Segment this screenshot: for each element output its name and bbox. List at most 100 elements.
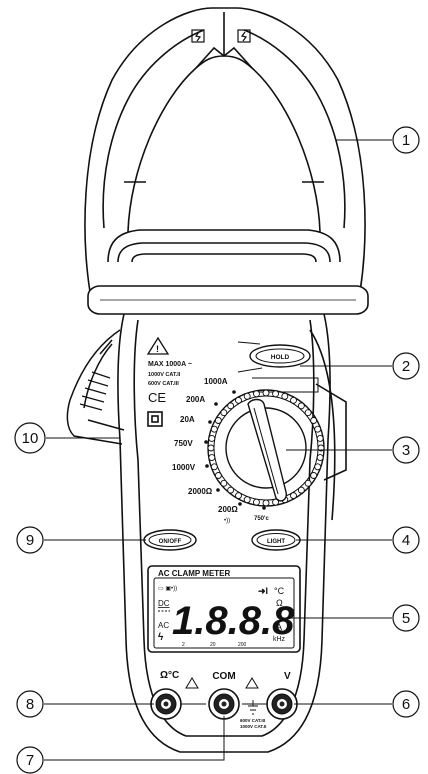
warning-block: ! MAX 1000A ~ 1000V CAT.II 600V CAT.III … (146, 336, 192, 427)
double-insulation-icon (147, 411, 163, 427)
terminal-label-v: V (284, 671, 291, 682)
dial-tooth (316, 435, 324, 442)
jaw-trigger (66, 329, 125, 445)
digit-readout: 1.8.8.8 (172, 599, 295, 643)
bar-tick-1: 2 (182, 642, 185, 648)
dial-tooth (253, 390, 260, 398)
bar-tick-3: 200 (238, 642, 247, 648)
bar-tick-2: 20 (210, 642, 216, 648)
terminal-rating-2: 1000V CAT.II (240, 724, 266, 729)
dial-tooth (207, 444, 215, 452)
ac-indicator: AC (158, 621, 169, 630)
terminal-warning-icon-left (185, 677, 199, 689)
dial-tooth (304, 409, 312, 417)
svg-text:1: 1 (402, 132, 410, 149)
continuity-buzzer-icon: •)) (224, 518, 230, 524)
dial-range-labels: 1000A 200A 20A 750V 1000V 2000Ω 200Ω •))… (172, 377, 269, 524)
warning-triangle-icon (146, 336, 170, 355)
unit-khz: kHz (273, 636, 286, 643)
cat-rating-1: 1000V CAT.II (148, 372, 181, 378)
callout-3: 3 (392, 436, 420, 464)
dial-tooth (310, 417, 318, 424)
ground-symbol-icon (248, 700, 258, 715)
range-20a: 20A (180, 415, 195, 424)
hand-guard (87, 285, 369, 315)
dial-tooth (262, 389, 270, 397)
light-label: LIGHT (267, 539, 285, 545)
dial-tooth (316, 454, 324, 461)
dial-tooth (210, 463, 218, 471)
callout-2: 2 (392, 352, 420, 380)
callout-4: 4 (392, 526, 420, 554)
dial-tooth (214, 472, 222, 479)
unit-celsius: °C (274, 586, 285, 596)
dial-position-dots (204, 390, 266, 510)
terminal-v-jack[interactable] (266, 688, 298, 720)
dial-tooth (281, 392, 289, 400)
dial-tooth (243, 392, 251, 400)
terminal-warning-icon-right (245, 677, 259, 689)
dial-tooth (220, 479, 228, 487)
rotary-dial[interactable] (207, 389, 325, 507)
lcd-display: AC CLAMP METER ▭ ▣•)) DC AC ϟ 1.8.8.8 ➜I… (147, 565, 301, 653)
terminal-com-jack[interactable] (208, 688, 240, 720)
callout-10: 10 (14, 422, 46, 454)
high-voltage-lightning-icon: ϟ (158, 632, 164, 643)
range-200ohm: 200Ω (218, 505, 238, 514)
hold-button[interactable]: HOLD (249, 344, 311, 368)
dial-tooth (290, 492, 297, 500)
onoff-button[interactable]: ON/OFF (143, 529, 197, 551)
range-1000v: 1000V (172, 463, 196, 472)
dial-tooth (272, 498, 279, 506)
callout-8: 8 (16, 690, 44, 718)
dial-tooth (227, 486, 235, 494)
dial-tooth (214, 417, 222, 424)
dial-tooth (304, 479, 312, 487)
hold-label: HOLD (271, 354, 290, 361)
ce-mark: CE (148, 390, 166, 405)
lightning-box-icon-left (191, 29, 205, 43)
dial-tooth (210, 425, 218, 433)
terminal-rating-1: 600V CAT.III (240, 718, 265, 723)
dial-tooth (262, 499, 270, 507)
range-750v: 750V (174, 439, 193, 448)
svg-text:!: ! (156, 344, 159, 354)
dial-tooth (235, 396, 242, 404)
display-title: AC CLAMP METER (158, 569, 231, 578)
callout-6: 6 (392, 690, 420, 718)
dial-tooth (290, 396, 297, 404)
svg-text:8: 8 (26, 696, 34, 713)
dial-tooth (314, 463, 322, 471)
dial-tooth (297, 486, 305, 494)
light-button[interactable]: LIGHT (251, 529, 301, 551)
svg-text:7: 7 (26, 752, 34, 769)
callout-1: 1 (392, 126, 420, 154)
dial-tooth (310, 472, 318, 479)
terminal-label-com: COM (212, 671, 235, 682)
svg-text:9: 9 (26, 532, 34, 549)
cat-rating-2: 600V CAT.III (148, 381, 179, 387)
dial-tooth (235, 492, 242, 500)
range-temperature: 750'c (254, 516, 269, 522)
dial-pointer (247, 398, 288, 502)
max-current-label: MAX 1000A ~ (148, 361, 192, 368)
terminal-labels: Ω°C COM V 600V CAT.III 1000V CAT.II (160, 670, 291, 729)
dial-tooth (297, 402, 305, 410)
unit-ohm: Ω (276, 598, 283, 608)
callout-9: 9 (16, 526, 44, 554)
jaw-warning-symbols (191, 29, 251, 43)
dial-tooth (272, 390, 279, 398)
dial-tooth (208, 454, 216, 461)
onoff-label: ON/OFF (159, 539, 182, 545)
dc-indicator: DC (158, 599, 170, 608)
lightning-box-icon-right (237, 29, 251, 43)
battery-indicator-icon: ▭ ▣•)) (158, 586, 177, 592)
range-1000a: 1000A (204, 377, 228, 386)
dial-tooth (227, 402, 235, 410)
svg-text:5: 5 (402, 610, 410, 627)
svg-text:2: 2 (402, 358, 410, 375)
terminal-ohm-temp-jack[interactable] (150, 688, 182, 720)
unit-volt: V (276, 610, 282, 620)
